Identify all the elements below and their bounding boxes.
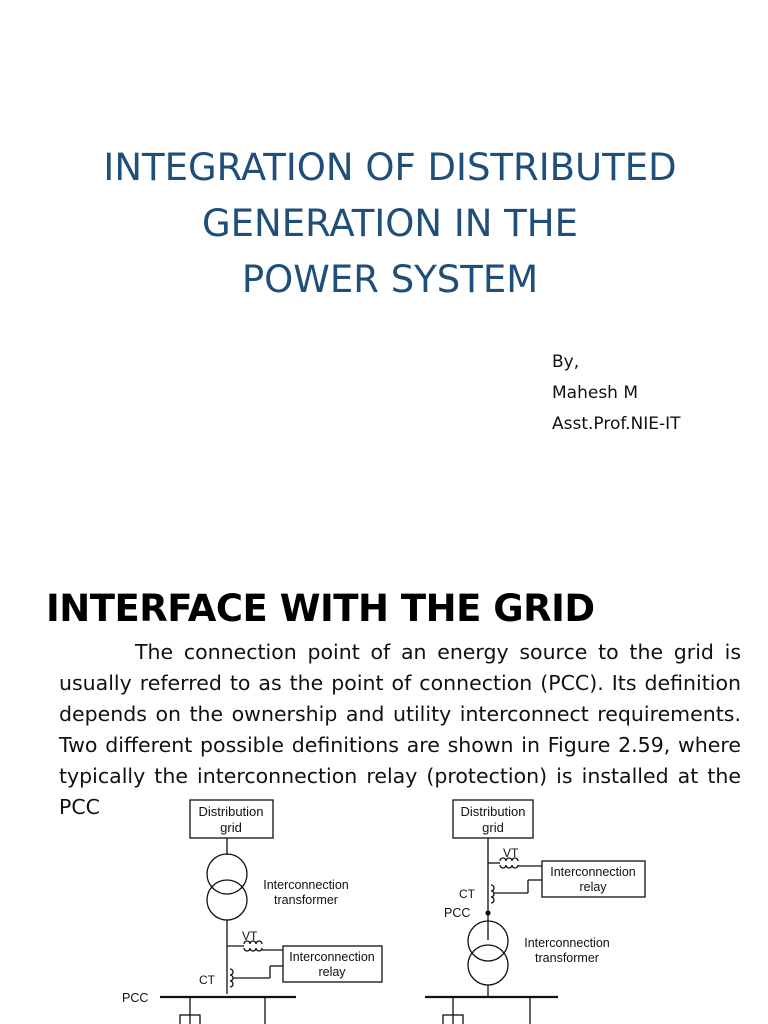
vt-label: VT bbox=[242, 929, 258, 943]
author-byline: By, Mahesh M Asst.Prof.NIE-IT bbox=[552, 347, 681, 440]
title-line: GENERATION IN THE bbox=[202, 202, 578, 245]
grid-label-line2: grid bbox=[220, 820, 242, 835]
slide-title: INTEGRATION OF DISTRIBUTED GENERATION IN… bbox=[40, 140, 740, 308]
transformer-coil-bottom bbox=[467, 944, 509, 986]
author-affiliation: Asst.Prof.NIE-IT bbox=[552, 414, 681, 434]
title-line: POWER SYSTEM bbox=[241, 258, 539, 301]
ct-symbol bbox=[229, 968, 234, 988]
transformer-label-line2: transformer bbox=[274, 893, 338, 907]
paragraph-text: The connection point of an energy source… bbox=[59, 640, 741, 819]
right-diagram: Distribution grid VT Interconnection rel… bbox=[425, 799, 646, 1024]
distribution-grid-box bbox=[189, 799, 274, 839]
content-slide: INTERFACE WITH THE GRID The connection p… bbox=[0, 555, 768, 1024]
transformer-label-line2: transformer bbox=[535, 951, 599, 965]
ct-label: CT bbox=[199, 973, 216, 987]
vt-symbol bbox=[243, 940, 263, 952]
distribution-grid-box bbox=[452, 799, 534, 839]
relay-label-line2: relay bbox=[579, 880, 607, 894]
left-diagram: Distribution grid Interconnection transf… bbox=[122, 799, 383, 1024]
vt-symbol bbox=[499, 857, 519, 869]
title-slide: INTEGRATION OF DISTRIBUTED GENERATION IN… bbox=[40, 140, 740, 440]
ct-symbol bbox=[490, 884, 495, 904]
transformer-coil-top bbox=[467, 920, 509, 962]
body-paragraph: The connection point of an energy source… bbox=[59, 637, 741, 823]
pcc-label: PCC bbox=[444, 906, 470, 920]
slide-heading: INTERFACE WITH THE GRID bbox=[46, 587, 595, 630]
relay-label-line1: Interconnection bbox=[289, 950, 375, 964]
relay-label-line1: Interconnection bbox=[550, 865, 636, 879]
author-name: Mahesh M bbox=[552, 383, 639, 403]
transformer-label-line1: Interconnection bbox=[263, 878, 349, 892]
transformer-coil-top bbox=[206, 853, 248, 895]
transformer-label-line1: Interconnection bbox=[524, 936, 610, 950]
pcc-label: PCC bbox=[122, 991, 148, 1005]
pcc-point bbox=[485, 910, 491, 916]
ct-label: CT bbox=[459, 887, 476, 901]
interconnection-relay-box bbox=[541, 860, 646, 898]
relay-label-line2: relay bbox=[318, 965, 346, 979]
grid-label-line1: Distribution bbox=[198, 804, 263, 819]
title-line: INTEGRATION OF DISTRIBUTED bbox=[103, 146, 677, 189]
vt-label: VT bbox=[503, 846, 519, 860]
interconnection-relay-box bbox=[282, 945, 383, 983]
transformer-coil-bottom bbox=[206, 879, 248, 921]
pcc-figure: Distribution grid Interconnection transf… bbox=[122, 799, 646, 1024]
grid-label-line2: grid bbox=[482, 820, 504, 835]
byline-by: By, bbox=[552, 352, 580, 372]
grid-label-line1: Distribution bbox=[460, 804, 525, 819]
